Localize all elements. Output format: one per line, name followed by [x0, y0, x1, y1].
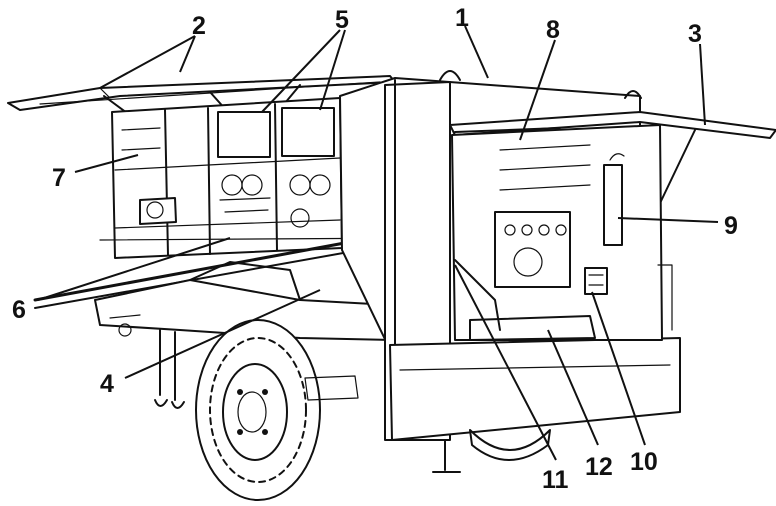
callout-10: 10: [630, 448, 658, 476]
callout-3: 3: [688, 20, 702, 48]
callout-2: 2: [192, 12, 206, 40]
callout-1: 1: [455, 4, 469, 32]
callout-5: 5: [335, 6, 349, 34]
callout-4: 4: [100, 370, 114, 398]
right-compartment: [451, 124, 673, 341]
callout-leaders: [37, 25, 719, 461]
callout-11: 11: [542, 466, 569, 494]
callout-7: 7: [52, 164, 66, 192]
callout-8: 8: [546, 16, 560, 44]
callout-6: 6: [12, 296, 26, 324]
rear-wheel: [304, 375, 551, 473]
callout-9: 9: [724, 212, 738, 240]
left-compartment-body: [111, 97, 343, 259]
callout-12: 12: [585, 453, 613, 481]
wheel: [195, 319, 321, 501]
trailer-frame: [94, 261, 393, 409]
callout-labels: 1 2 3 4 5 6 7 8 9 10 11 12: [12, 4, 738, 494]
